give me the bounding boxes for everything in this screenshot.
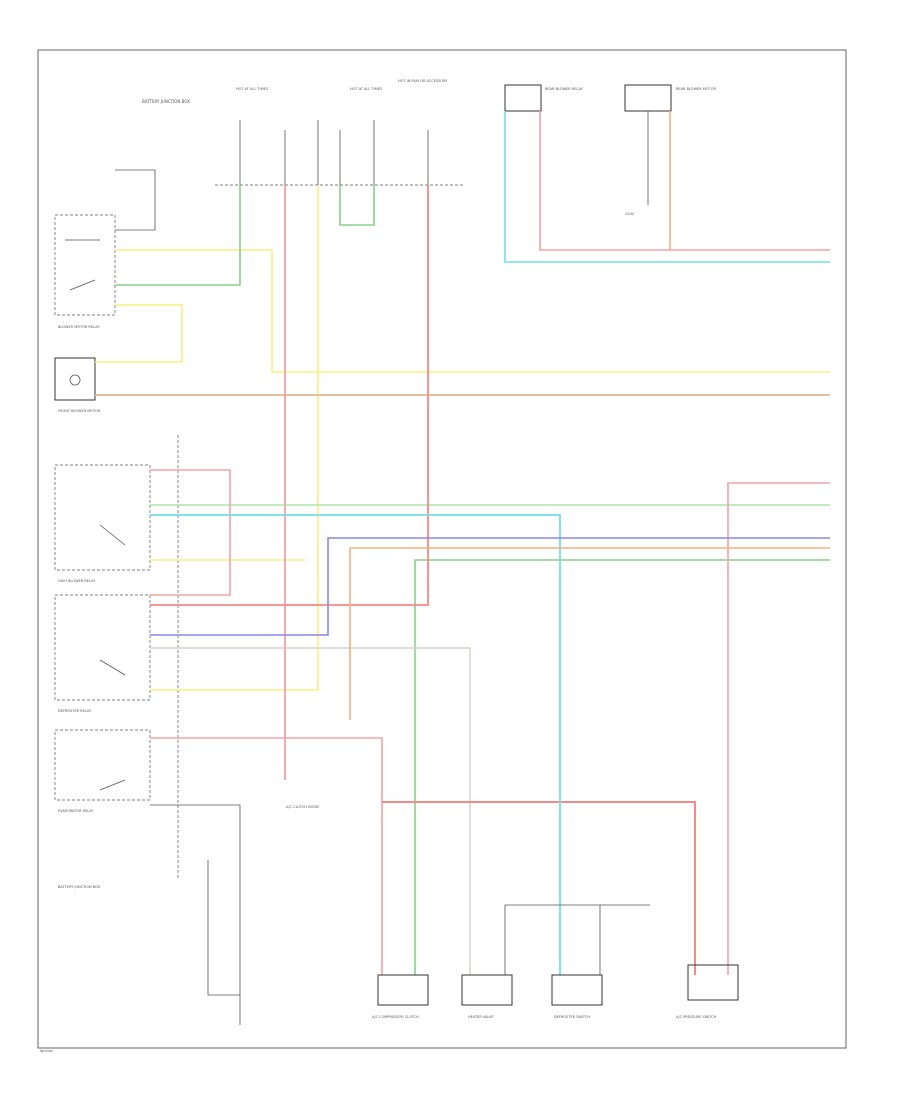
label-evaporator-relay: EVAPORATOR RELAY xyxy=(58,809,94,813)
diagram-frame xyxy=(37,49,847,1049)
label-hot-in-run: HOT IN RUN OR ACCESSORY xyxy=(398,79,448,83)
label-front-blower-motor: FRONT BLOWER MOTOR xyxy=(58,409,101,413)
wire-green-4 xyxy=(414,559,830,975)
wire-cyan-1 xyxy=(150,514,561,975)
wire-black-2 xyxy=(207,860,240,996)
label-hot-all-times-2: HOT AT ALL TIMES xyxy=(350,87,383,91)
wire-red-7 xyxy=(539,111,830,251)
ac-pressure-switch xyxy=(687,964,739,1001)
wire-yellow-1 xyxy=(115,249,830,373)
label-compressor-clutch: A/C COMPRESSOR CLUTCH xyxy=(372,1015,419,1019)
fuse-group xyxy=(239,120,429,185)
wire-red-4 xyxy=(150,737,383,975)
wire-cyan-2 xyxy=(504,111,830,263)
wire-red-3 xyxy=(150,469,231,596)
label-high-blower-relay: HIGH BLOWER RELAY xyxy=(58,579,96,583)
wire-black-1 xyxy=(150,804,241,1025)
wire-red-6 xyxy=(727,482,830,975)
label-battery-junction-box-bottom: BATTERY JUNCTION BOX xyxy=(58,885,101,889)
defroster-relay xyxy=(54,594,151,701)
label-hot-all-times-1: HOT AT ALL TIMES xyxy=(236,87,269,91)
label-batt-junction-box-top: BATTERY JUNCTION BOX xyxy=(142,99,190,104)
evaporator-relay xyxy=(54,729,151,801)
wire-red-2 xyxy=(150,185,429,606)
label-blower-relay: BLOWER MOTOR RELAY xyxy=(58,325,100,329)
wire-yellow-2 xyxy=(95,304,183,363)
label-defroster-relay: DEFROSTER RELAY xyxy=(58,709,92,713)
wire-black-3 xyxy=(504,904,601,975)
rear-blower-relay xyxy=(504,84,542,112)
wire-green-2 xyxy=(339,185,375,226)
defroster-switch xyxy=(551,974,603,1006)
label-heater-valve: HEATER VALVE xyxy=(468,1015,494,1019)
blower-motor-relay xyxy=(54,214,116,316)
rear-blower-motor xyxy=(624,84,672,112)
wire-blue-1 xyxy=(150,537,830,636)
label-rear-blower-motor: REAR BLOWER MOTOR xyxy=(676,87,716,91)
ground-label: G100 xyxy=(625,212,634,216)
wire-red-5 xyxy=(382,801,696,975)
front-blower-motor xyxy=(54,357,96,401)
corner-label: Ignition xyxy=(40,1049,53,1053)
label-rear-blower-relay: REAR BLOWER RELAY xyxy=(545,87,584,91)
wire-tan-2 xyxy=(150,647,471,975)
wire-orange-1 xyxy=(349,547,830,720)
wire-green-1 xyxy=(115,185,241,286)
high-blower-relay xyxy=(54,464,151,571)
label-defroster-switch: DEFROSTER SWITCH xyxy=(554,1015,590,1019)
ac-compressor-clutch xyxy=(377,974,429,1006)
label-pressure-switch: A/C PRESSURE SWITCH xyxy=(676,1015,717,1019)
heater-valve xyxy=(461,974,513,1006)
wire-yellow-3 xyxy=(150,185,319,691)
wire-black-5 xyxy=(115,169,156,231)
label-ac-clutch-diode: A/C CLUTCH DIODE xyxy=(286,805,319,809)
